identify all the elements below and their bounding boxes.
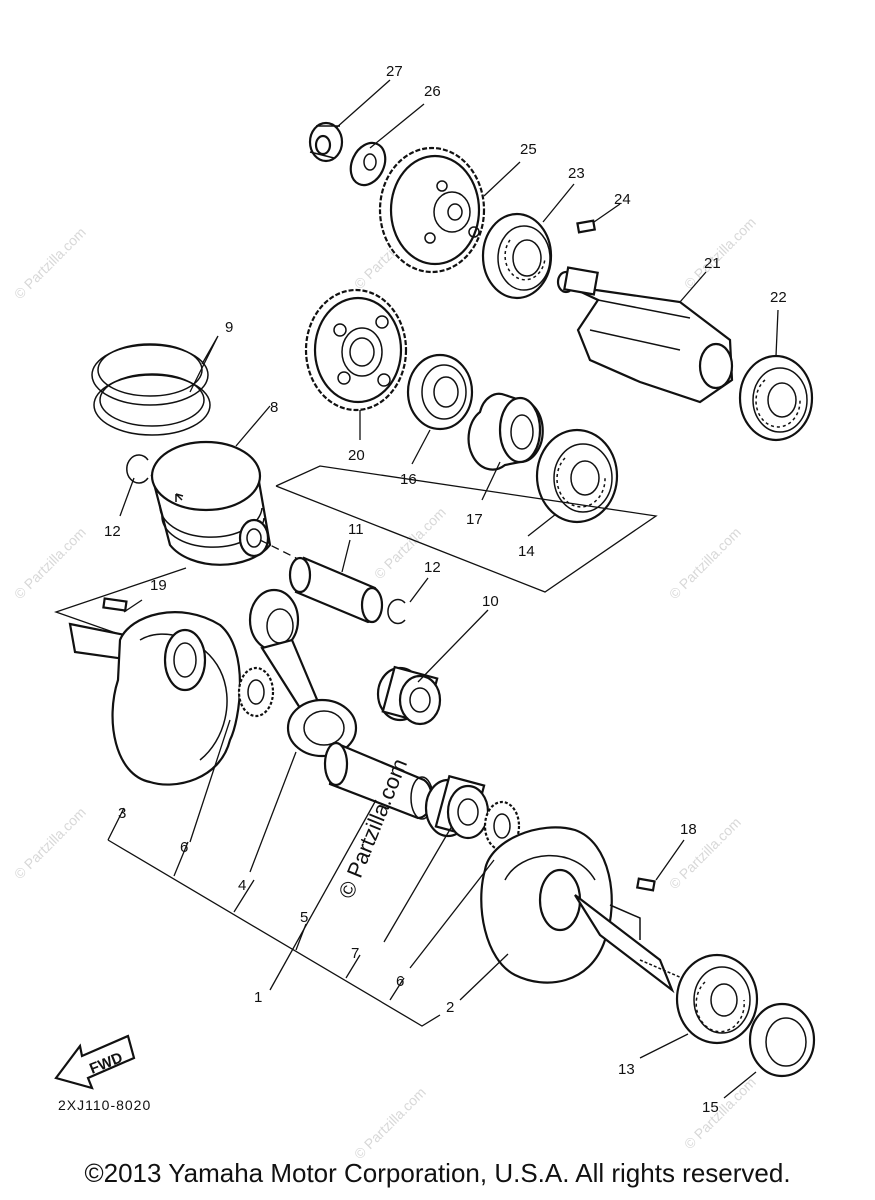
key-part (635, 877, 656, 892)
needle-bearing-part (424, 774, 490, 840)
bearing-part (738, 354, 814, 442)
crankshaft-piston-diagram: © Partzilla.com © Partzilla.com © Partzi… (11, 63, 816, 1160)
part-number-label: 24 (614, 191, 631, 208)
piston-pin-part (288, 556, 384, 624)
piston-part (150, 440, 272, 566)
balancer-driven-gear (378, 146, 486, 274)
watermark: © Partzilla.com (666, 524, 744, 602)
part-number-label: 12 (104, 523, 121, 540)
part-number-label: 10 (482, 593, 499, 610)
circlip-part (387, 598, 406, 625)
bearing-part (675, 953, 759, 1045)
part-number-label: 6 (180, 839, 188, 856)
part-number-label: 27 (386, 63, 403, 80)
part-number-label: 17 (466, 511, 483, 528)
part-number-label: 7 (351, 945, 359, 962)
watermark: © Partzilla.com (681, 214, 759, 292)
part-number-label: 20 (348, 447, 365, 464)
watermark: © Partzilla.com (666, 814, 744, 892)
drawing-code: 2XJ110-8020 (58, 1097, 152, 1113)
copyright-notice: ©2013 Yamaha Motor Corporation, U.S.A. A… (84, 1158, 791, 1188)
part-number-label: 9 (225, 319, 233, 336)
watermark: © Partzilla.com (11, 804, 89, 882)
crank-left-part (68, 611, 242, 786)
part-number-label: 14 (518, 543, 535, 560)
collar-part (467, 392, 544, 471)
part-number-label: 12 (424, 559, 441, 576)
watermark: © Partzilla.com (11, 224, 89, 302)
part-number-label: 6 (396, 973, 404, 990)
needle-bearing-part (376, 665, 442, 726)
part-number-label: 3 (118, 805, 126, 822)
bearing-part (481, 212, 553, 300)
part-number-label: 13 (618, 1061, 635, 1078)
lock-washer-part (349, 141, 387, 187)
part-number-label: 16 (400, 471, 417, 488)
part-number-labels: 1 2 3 4 5 6 6 7 8 9 10 11 12 12 13 14 15… (104, 63, 787, 1116)
crank-right-part (480, 826, 683, 994)
part-number-label: 8 (270, 399, 278, 416)
balancer-shaft (556, 266, 734, 404)
part-number-label: 21 (704, 255, 721, 272)
connecting-rod-part (248, 588, 358, 758)
part-number-label: 1 (254, 989, 262, 1006)
watermark: © Partzilla.com (351, 1084, 429, 1160)
part-number-label: 26 (424, 83, 441, 100)
part-number-label: 25 (520, 141, 537, 158)
fwd-arrow-icon: FWD (54, 1034, 136, 1090)
crank-assembly-bracket (107, 807, 441, 1027)
watermark: © Partzilla.com (11, 524, 89, 602)
oil-seal-part (748, 1002, 816, 1078)
part-number-label: 4 (238, 877, 246, 894)
bearing-part (406, 353, 474, 431)
part-number-label: 23 (568, 165, 585, 182)
bearing-part (535, 428, 619, 524)
watermark: © Partzilla.com (681, 1074, 759, 1152)
part-number-label: 2 (446, 999, 454, 1016)
nut-part (308, 121, 344, 163)
piston-rings (91, 343, 211, 436)
balancer-drive-gear (304, 288, 408, 412)
part-number-label: 18 (680, 821, 697, 838)
leader-lines (119, 79, 779, 1099)
part-number-label: 11 (348, 521, 364, 538)
key-part (576, 219, 597, 234)
part-number-label: 22 (770, 289, 787, 306)
thrust-washer-part (237, 666, 275, 718)
key-part (102, 597, 128, 612)
part-number-label: 15 (702, 1099, 719, 1116)
part-number-label: 19 (150, 577, 167, 594)
part-number-label: 5 (300, 909, 308, 926)
circlip-part (126, 454, 149, 484)
